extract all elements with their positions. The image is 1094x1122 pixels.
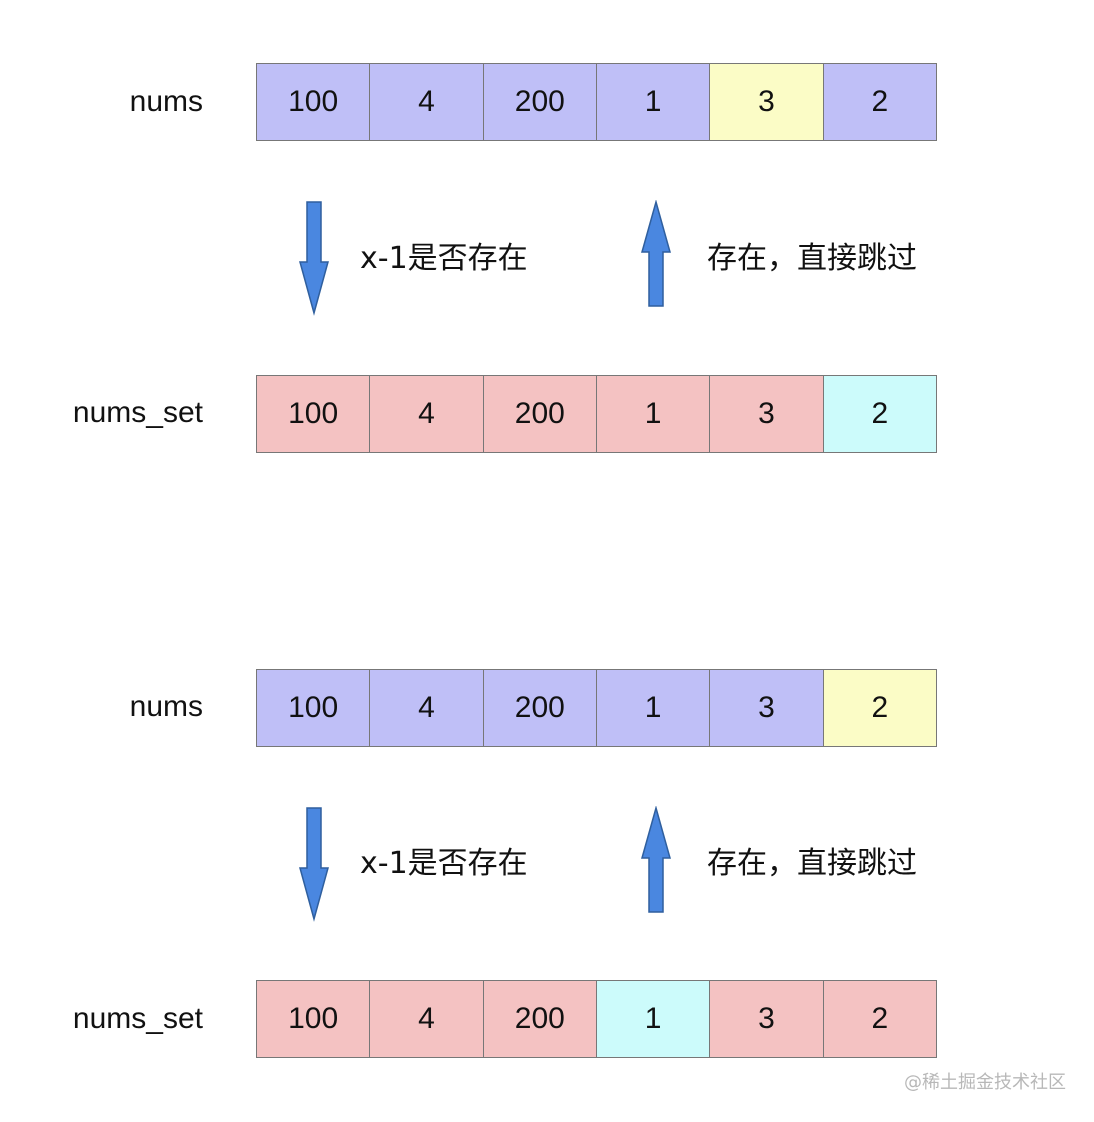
- set-cell: 2: [823, 981, 936, 1057]
- down-arrow-icon: [299, 201, 329, 316]
- set-cell: 1: [596, 376, 711, 452]
- nums-cell: 1: [596, 64, 711, 140]
- set-cell: 100: [257, 981, 371, 1057]
- nums-cell: 200: [483, 670, 597, 746]
- set-cell: 100: [257, 376, 371, 452]
- set-cell: 200: [483, 376, 597, 452]
- set-cell: 3: [710, 376, 824, 452]
- up-arrow-icon: [641, 200, 671, 307]
- nums-cell: 2: [823, 670, 936, 746]
- nums-cell: 100: [257, 64, 371, 140]
- set-cell: 4: [370, 376, 484, 452]
- nums-set-label: nums_set: [72, 396, 203, 429]
- nums-cell: 200: [483, 64, 597, 140]
- up-arrow-icon: [641, 806, 671, 913]
- existence-check-note: x-1是否存在: [360, 241, 528, 276]
- set-cell: 3: [710, 981, 824, 1057]
- watermark: @稀土掘金技术社区: [904, 1072, 1066, 1093]
- existence-check-note: x-1是否存在: [360, 846, 528, 881]
- nums-cell: 100: [257, 670, 371, 746]
- nums-cell: 3: [710, 64, 824, 140]
- nums-set-row: 100 4 200 1 3 2: [256, 980, 937, 1058]
- nums-cell: 4: [370, 64, 484, 140]
- skip-note: 存在，直接跳过: [707, 846, 917, 881]
- nums-label: nums: [129, 85, 203, 118]
- set-cell: 2: [823, 376, 936, 452]
- nums-cell: 3: [710, 670, 824, 746]
- set-cell: 4: [370, 981, 484, 1057]
- nums-cell: 4: [370, 670, 484, 746]
- nums-array-row: 100 4 200 1 3 2: [256, 63, 937, 141]
- nums-array-row: 100 4 200 1 3 2: [256, 669, 937, 747]
- nums-cell: 1: [596, 670, 711, 746]
- nums-set-row: 100 4 200 1 3 2: [256, 375, 937, 453]
- nums-label: nums: [129, 690, 203, 723]
- nums-set-label: nums_set: [72, 1002, 203, 1035]
- set-cell: 200: [483, 981, 597, 1057]
- skip-note: 存在，直接跳过: [707, 241, 917, 276]
- down-arrow-icon: [299, 807, 329, 922]
- set-cell: 1: [596, 981, 711, 1057]
- nums-cell: 2: [823, 64, 936, 140]
